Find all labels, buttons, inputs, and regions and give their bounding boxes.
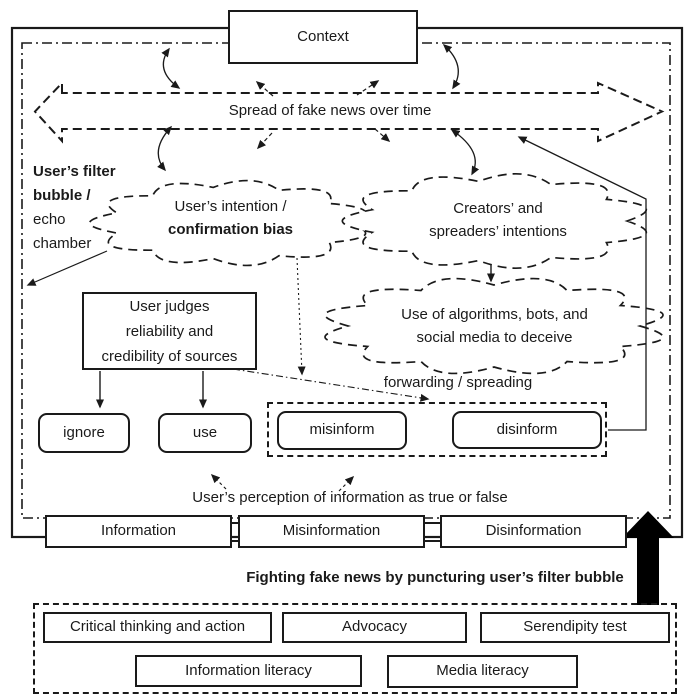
serendipity-test-box: Serendipity test	[480, 612, 670, 643]
interventions-group	[33, 603, 677, 694]
disinformation-box: Disinformation	[440, 515, 627, 548]
perception-label: User’s perception of information as true…	[192, 489, 508, 507]
spread-arrow	[33, 80, 665, 144]
information-literacy-box: Information literacy	[135, 655, 362, 687]
echo-chamber-pointer-arrow	[26, 250, 108, 286]
radiate-up-right-arrow	[356, 80, 380, 96]
filter-bubble-label: User’s filter bubble /	[33, 163, 116, 204]
context-spread-right-arrow	[442, 43, 461, 90]
fighting-caption: Fighting fake news by puncturing user’s …	[246, 569, 624, 587]
spread-creators-cloud-arrow	[450, 129, 480, 176]
disinform-to-spread-connector	[517, 136, 647, 431]
bias-to-spreading-arrow	[296, 257, 306, 376]
misinform-box: misinform	[277, 411, 407, 450]
echo-chamber-label: echo chamber	[33, 211, 92, 252]
disinform-box: disinform	[452, 411, 602, 449]
info-row-connectors	[232, 522, 440, 542]
information-box: Information	[45, 515, 232, 548]
cloud-user-intention-line1: User’s intention /	[174, 198, 287, 216]
media-literacy-box: Media literacy	[387, 655, 578, 688]
cloud-algorithms-label: Use of algorithms, bots, and social medi…	[401, 306, 588, 346]
critical-thinking-box: Critical thinking and action	[43, 612, 272, 643]
user-judges-box: User judges reliability and credibility …	[82, 292, 257, 370]
spread-arrow-label: Spread of fake news over time	[228, 102, 432, 120]
perception-to-use-arrow	[210, 473, 227, 490]
radiate-down-left-arrow	[256, 132, 273, 150]
misinformation-box: Misinformation	[238, 515, 425, 548]
cloud-creators-intentions	[341, 172, 648, 270]
spreading-group	[267, 402, 607, 457]
context-spread-left-arrow	[161, 47, 181, 89]
cloud-creators-label: Creators’ and spreaders’ intentions	[429, 200, 567, 240]
forwarding-label: forwarding / spreading	[383, 374, 533, 392]
cloud-algorithms-bots	[324, 277, 664, 375]
judges-to-spreading-arrow	[232, 368, 430, 402]
context-box: Context	[228, 10, 418, 64]
radiate-down-right-arrow	[374, 128, 391, 142]
spread-intention-cloud-arrow	[157, 125, 173, 172]
advocacy-box: Advocacy	[282, 612, 467, 643]
context-label: Context	[297, 27, 349, 45]
puncture-up-arrow	[622, 511, 674, 605]
ignore-box: ignore	[38, 413, 130, 453]
cloud-user-intention	[89, 179, 367, 267]
cloud-user-intention-line2: confirmation bias	[167, 221, 294, 239]
radiate-up-left-arrow	[255, 81, 274, 97]
use-box: use	[158, 413, 252, 453]
